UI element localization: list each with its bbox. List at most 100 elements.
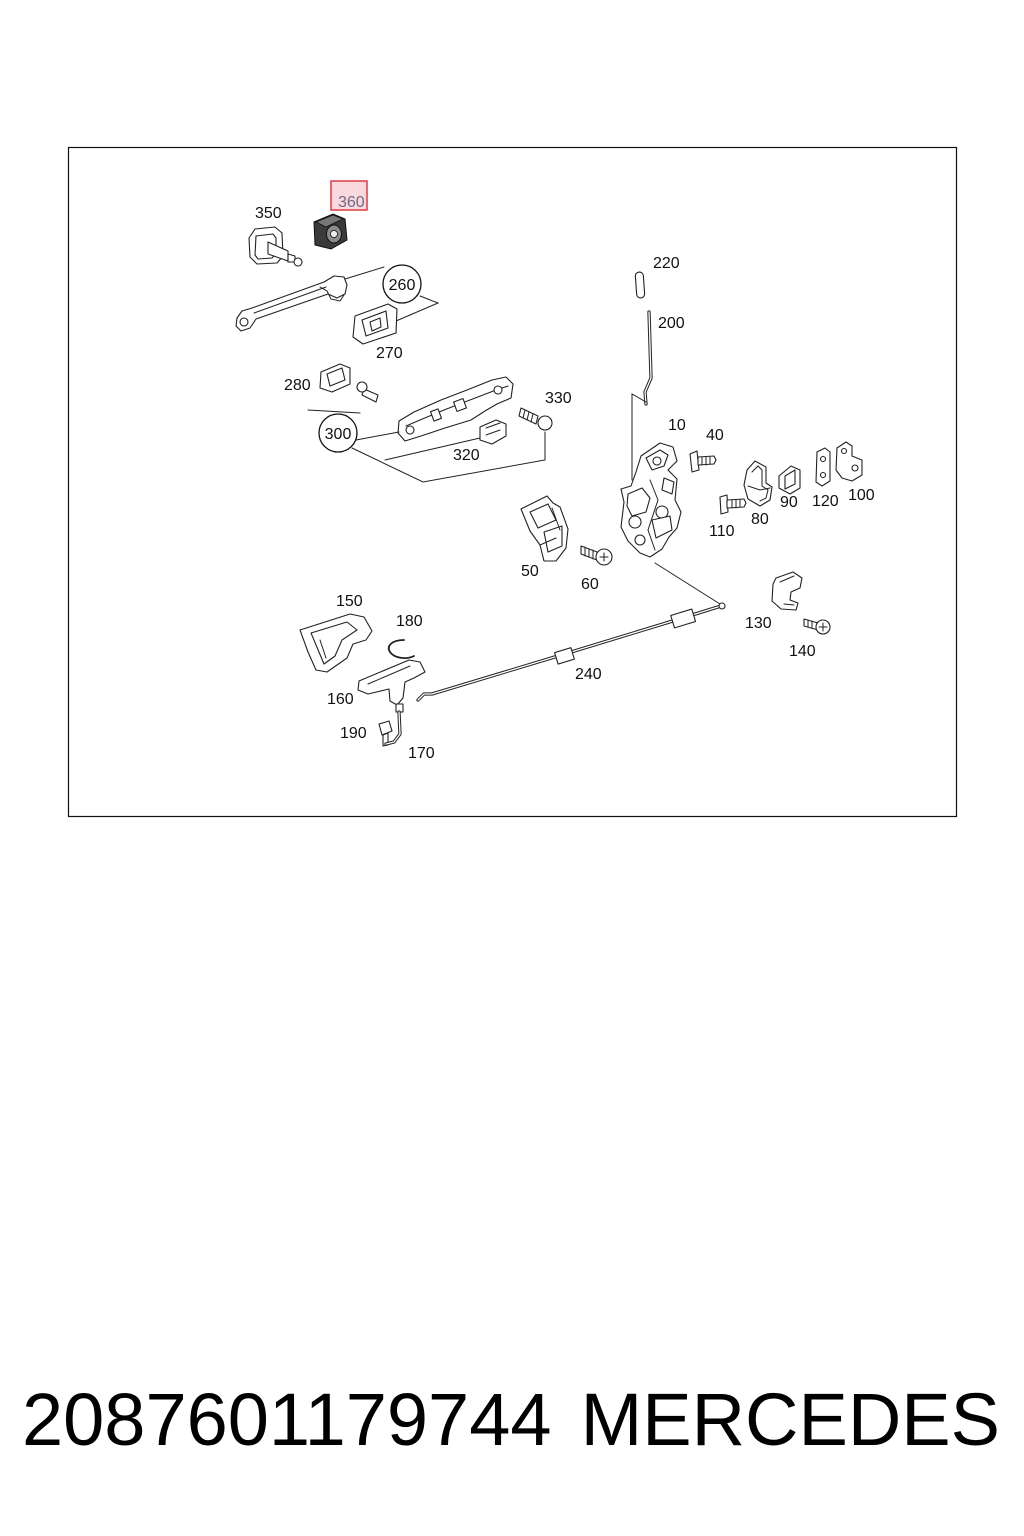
part-90-drawing — [778, 465, 801, 495]
part-150-drawing — [299, 613, 373, 673]
leader-260-bezel — [395, 295, 440, 322]
part-40-drawing — [689, 450, 717, 473]
part-260-handle-edge — [253, 286, 327, 314]
part-130-detail — [779, 575, 795, 606]
part-170-rod-fill — [385, 711, 401, 745]
part-80-drawing — [743, 460, 773, 507]
part-40-thread — [701, 456, 711, 466]
part-10-pivot-top — [652, 456, 662, 466]
part-50-detail — [539, 507, 561, 546]
callout-60: 60 — [581, 576, 599, 593]
callout-360: 360 — [338, 194, 365, 211]
part-240-drawing — [416, 602, 726, 702]
callout-280: 280 — [284, 377, 311, 394]
callout-300: 300 — [325, 426, 352, 443]
part-280-inner — [326, 367, 346, 387]
part-240-connector — [670, 608, 697, 629]
part-80-edge — [747, 485, 771, 491]
brand-text: MERCEDES — [580, 1378, 1000, 1461]
diagram-frame — [67, 146, 958, 818]
part-80-detail — [751, 465, 769, 502]
group-300-screw-head — [356, 381, 368, 393]
part-330-head — [537, 415, 553, 431]
part-10-mid-block — [626, 487, 651, 517]
callout-180: 180 — [396, 613, 423, 630]
callout-360-highlight — [330, 180, 368, 211]
part-140-thread — [807, 619, 813, 629]
leader-300-middle — [384, 437, 481, 461]
part-200-drawing — [643, 310, 653, 406]
part-10-drawing — [620, 442, 682, 558]
callout-170: 170 — [408, 745, 435, 762]
part-260-handle-grip — [319, 286, 345, 302]
callout-320: 320 — [453, 447, 480, 464]
callout-110: 110 — [709, 523, 735, 540]
part-160-drawing — [357, 659, 426, 706]
part-270-drawing — [352, 303, 398, 345]
part-120-plate — [815, 447, 831, 487]
callout-160: 160 — [327, 691, 354, 708]
part-40-shank — [697, 455, 717, 466]
callout-350: 350 — [255, 205, 282, 222]
callout-40: 40 — [706, 427, 724, 444]
part-170-drawing — [384, 703, 404, 746]
part-10-gear-left — [628, 515, 642, 529]
part-130-drawing — [771, 571, 803, 611]
callout-80: 80 — [751, 511, 769, 528]
callout-120: 120 — [812, 493, 839, 510]
callout-260-circle — [382, 264, 422, 304]
callout-220: 220 — [653, 255, 680, 272]
callout-140: 140 — [789, 643, 816, 660]
group-300-screw-drawing — [356, 381, 379, 403]
part-190-block — [378, 720, 393, 736]
leader-260-handle — [344, 266, 385, 280]
part-360-drawing — [313, 213, 348, 250]
part-10-gear-right — [655, 505, 669, 519]
callout-10: 10 — [668, 417, 686, 434]
part-90-inner — [784, 469, 796, 490]
part-120-hole-top — [819, 455, 827, 463]
part-100-hole-bottom — [851, 464, 859, 472]
callout-150: 150 — [336, 593, 363, 610]
callout-300-circle — [318, 413, 358, 453]
part-120-drawing — [815, 447, 831, 487]
group-300-carrier-hole-left — [405, 425, 415, 435]
part-50-drawing — [520, 495, 569, 562]
group-300-carrier-drawing — [397, 376, 514, 442]
part-260-handle-drawing — [235, 275, 348, 332]
part-40-head — [689, 450, 700, 473]
leader-300-carrier — [355, 431, 400, 441]
part-220-pin — [634, 271, 646, 299]
part-110-thread — [731, 499, 741, 509]
leader-300-lower — [351, 431, 546, 483]
callout-270: 270 — [376, 345, 403, 362]
part-350-drawing — [248, 226, 303, 267]
part-10-gear-bottom — [634, 534, 646, 546]
part-60-drawing — [580, 545, 613, 566]
part-60-thread — [584, 546, 594, 560]
part-270-slot — [369, 317, 382, 332]
callout-130: 130 — [745, 615, 772, 632]
group-300-carrier-outline — [397, 376, 514, 442]
part-280-drawing — [319, 363, 351, 393]
part-240-sleeve — [554, 647, 575, 665]
part-130-hook — [771, 571, 803, 611]
callout-50: 50 — [521, 563, 539, 580]
part-180-clip — [387, 639, 415, 659]
group-300-carrier-tab-a — [453, 398, 467, 412]
part-100-drawing — [835, 441, 863, 482]
part-330-drawing — [518, 407, 553, 431]
callout-240: 240 — [575, 666, 602, 683]
part-240-end-eye — [718, 602, 726, 610]
part-140-cross-icon — [818, 622, 828, 632]
part-120-hole-bottom — [819, 471, 827, 479]
callout-90: 90 — [780, 494, 798, 511]
part-10-lower-block — [651, 515, 673, 539]
part-200-rod-fill — [644, 311, 652, 405]
callout-200: 200 — [658, 315, 685, 332]
part-110-drawing — [719, 494, 747, 515]
part-60-cross-icon — [599, 552, 609, 562]
parts-diagram: 350 360 260 270 220 200 280 330 300 320 … — [67, 146, 958, 818]
part-150-recess — [310, 621, 358, 665]
part-260-handle-ring — [239, 317, 249, 327]
